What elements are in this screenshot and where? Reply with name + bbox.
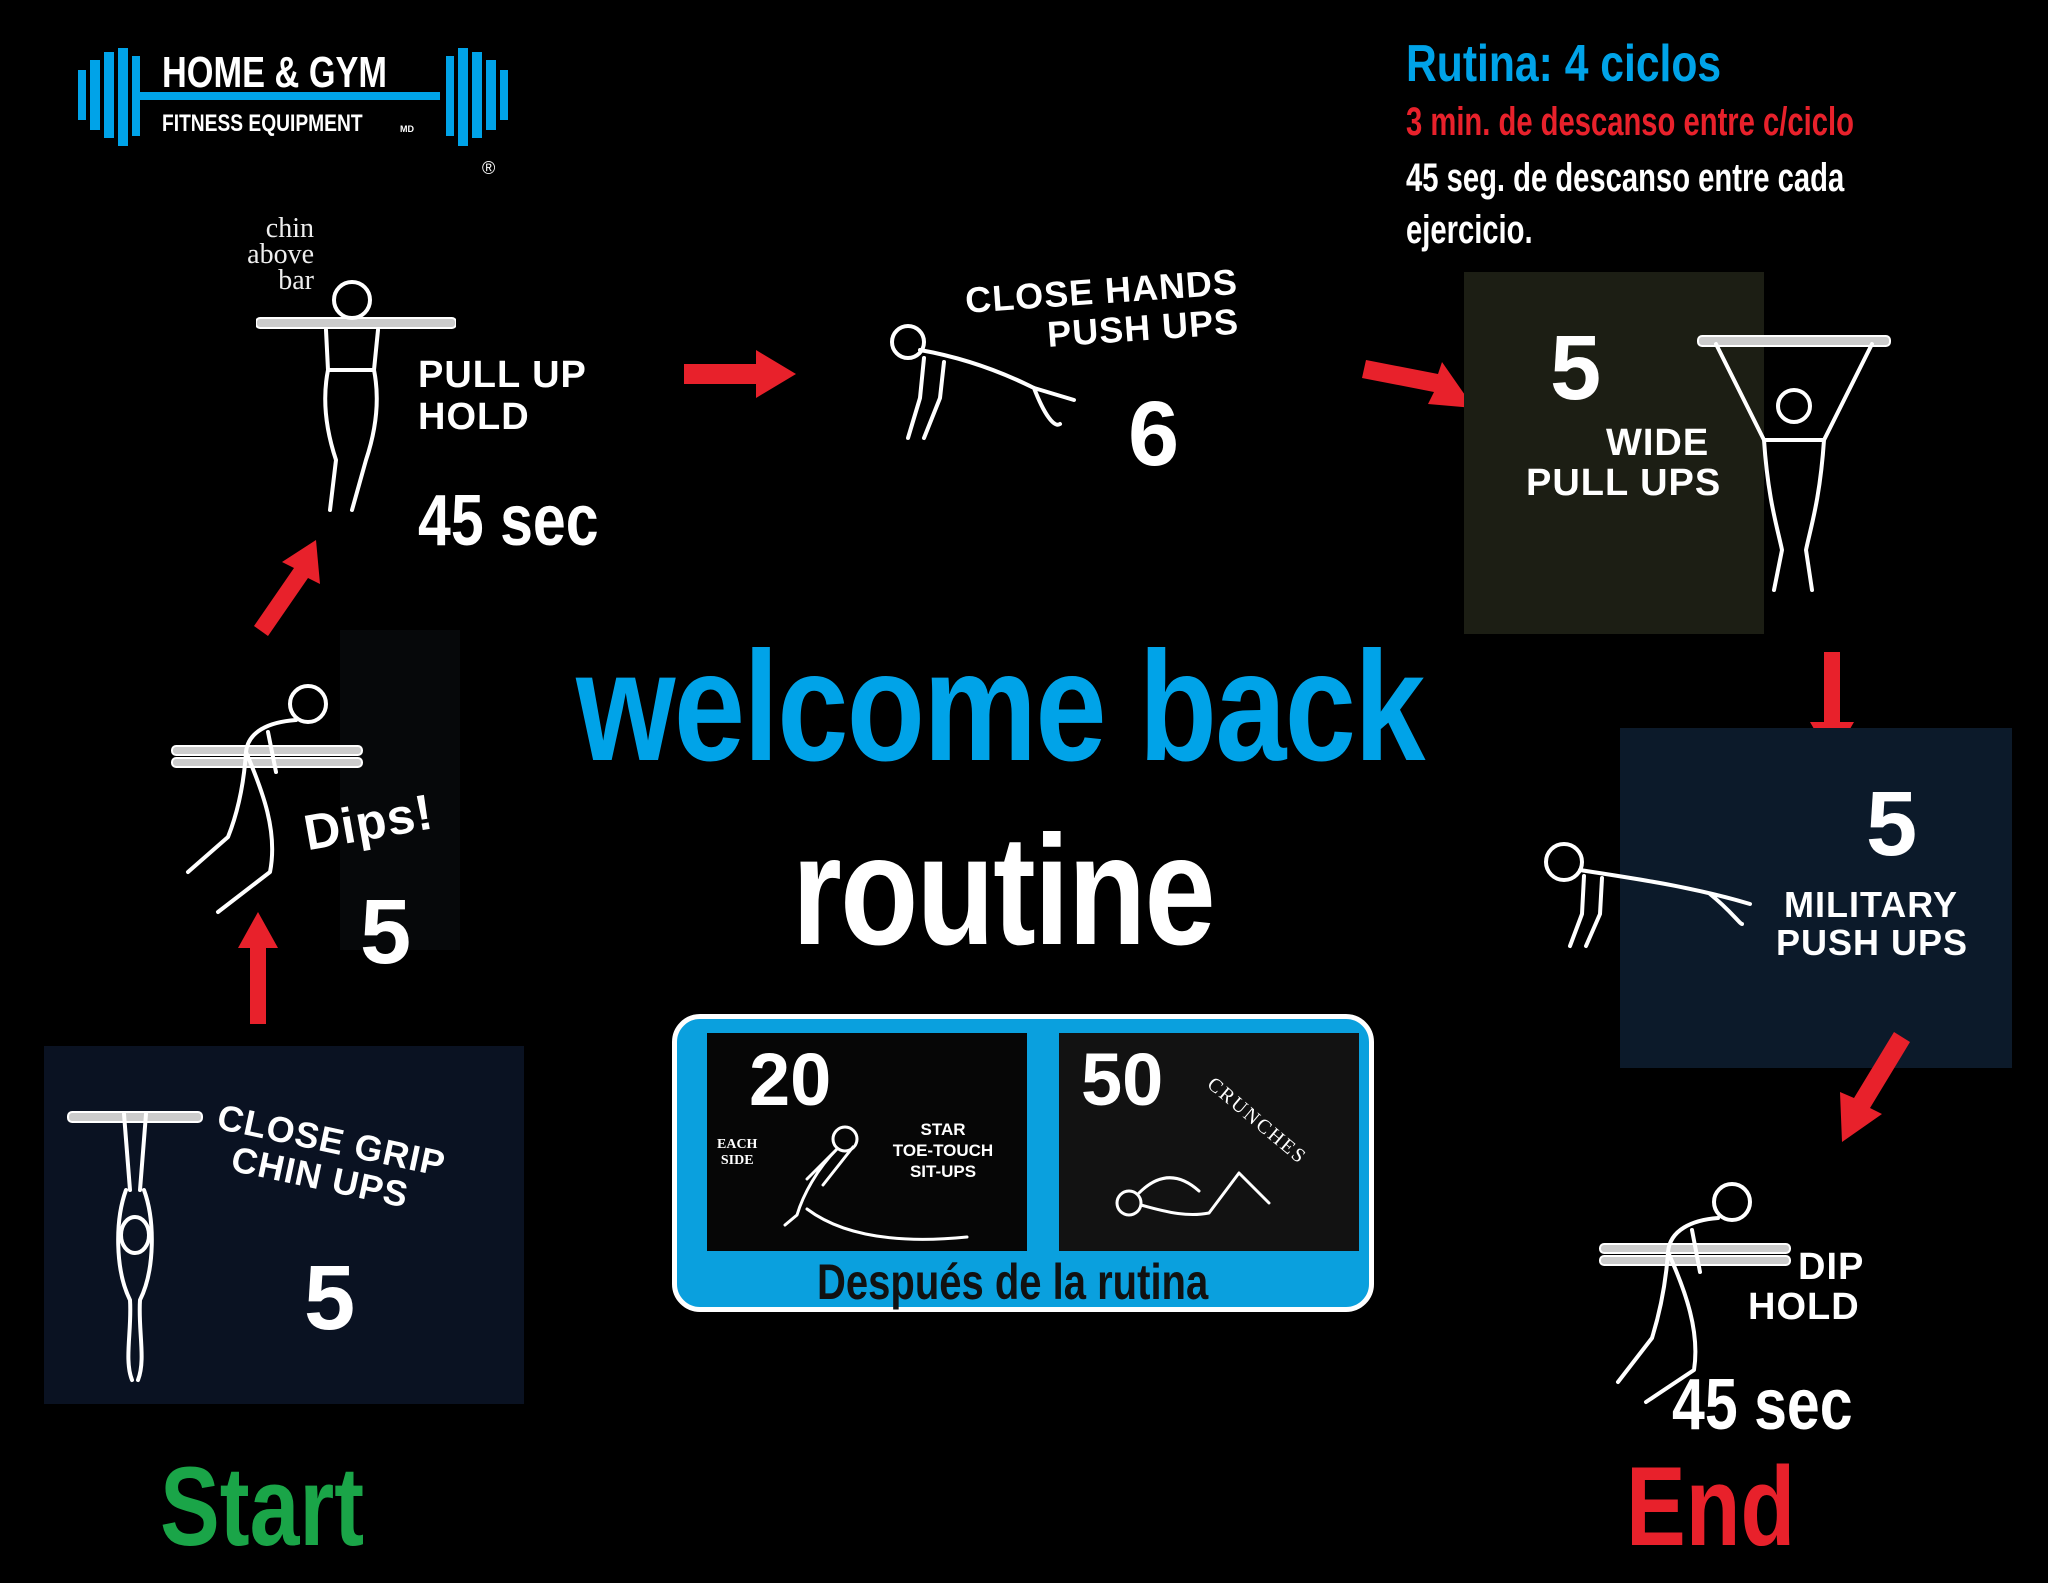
arrow-up-right-icon bbox=[254, 540, 320, 636]
label-pull-up-hold-line1: PULL UP bbox=[418, 354, 587, 396]
wide-pull-up-figure-icon bbox=[1697, 335, 1891, 592]
exercise-card-wide-pull-ups bbox=[1464, 272, 1764, 634]
exercise-card-dips bbox=[340, 630, 460, 950]
each-side-label: EACH SIDE bbox=[717, 1137, 757, 1169]
arrow-right-icon bbox=[684, 350, 796, 398]
label-pull-up-hold-line2: HOLD bbox=[418, 396, 530, 438]
end-label: End bbox=[1626, 1444, 1796, 1569]
dip-hold-figure-icon bbox=[1599, 1182, 1791, 1404]
count-close-hands-push-ups: 6 bbox=[1128, 383, 1180, 485]
label-military-line1: MILITARY bbox=[1784, 884, 1958, 925]
logo-line1: HOME & GYM bbox=[162, 48, 387, 97]
caption-chin-above-bar: chin above bar bbox=[224, 213, 314, 296]
label-wide-line1: WIDE bbox=[1606, 422, 1710, 464]
chin-up-figure-icon bbox=[67, 1111, 203, 1382]
caption-line-above: above bbox=[247, 239, 314, 270]
logo-line2: FITNESS EQUIPMENT bbox=[162, 110, 363, 137]
routine-cycles: Rutina: 4 ciclos bbox=[1406, 35, 1722, 93]
situps-label-line2: TOE-TOUCH bbox=[892, 1141, 994, 1160]
logo-md: MD bbox=[400, 124, 414, 134]
pull-up-hold-figure-icon bbox=[256, 280, 456, 512]
after-routine-box: 20 EACH SIDE STAR TOE-TOUCH SIT-UPS 50 C… bbox=[672, 1014, 1374, 1312]
count-crunches: 50 bbox=[1081, 1038, 1164, 1121]
count-dip-hold: 45 sec bbox=[1672, 1365, 1853, 1445]
crunches-panel: 50 CRUNCHES bbox=[1059, 1033, 1359, 1251]
count-dips: 5 bbox=[360, 881, 412, 983]
exercise-card-military-push-ups bbox=[1620, 728, 2012, 1068]
brand-logo: HOME & GYM FITNESS EQUIPMENT MD ® bbox=[78, 48, 508, 178]
logo-registered: ® bbox=[482, 158, 496, 178]
headline-welcome-back: welcome back bbox=[576, 620, 1425, 794]
situps-panel: 20 EACH SIDE STAR TOE-TOUCH SIT-UPS bbox=[707, 1033, 1027, 1251]
label-dip-hold-line1: DIP bbox=[1798, 1246, 1865, 1288]
rest-between-exercises: 45 seg. de descanso entre cada ejercicio… bbox=[1406, 156, 1845, 252]
barbell-icon bbox=[78, 48, 508, 146]
arrow-right-down-icon bbox=[1362, 360, 1474, 408]
arrow-down-left-icon bbox=[1840, 1032, 1910, 1142]
military-push-up-figure-icon bbox=[1544, 842, 1752, 948]
caption-line-bar: bar bbox=[278, 265, 314, 296]
arrow-up-icon bbox=[238, 912, 278, 1024]
situp-figure-icon bbox=[783, 1125, 969, 1241]
rest-between-cycles: 3 min. de descanso entre c/ciclo bbox=[1406, 100, 1854, 144]
situps-label-line3: SIT-UPS bbox=[909, 1162, 977, 1181]
start-label: Start bbox=[160, 1444, 365, 1569]
count-military-push-ups: 5 bbox=[1866, 773, 1918, 875]
each-side-line2: SIDE bbox=[720, 1153, 754, 1168]
after-routine-caption: Después de la rutina bbox=[817, 1254, 1209, 1310]
each-side-line1: EACH bbox=[717, 1137, 758, 1152]
label-dip-hold-line2: HOLD bbox=[1748, 1286, 1860, 1328]
count-wide-pull-ups: 5 bbox=[1550, 317, 1602, 419]
situps-label-line1: STAR bbox=[920, 1120, 966, 1139]
headline-routine: routine bbox=[792, 804, 1216, 978]
caption-line-chin: chin bbox=[265, 213, 314, 244]
count-close-grip-chin-ups: 5 bbox=[304, 1247, 356, 1349]
dip-figure-icon bbox=[171, 684, 363, 914]
crunch-figure-icon bbox=[1115, 1171, 1271, 1217]
situps-label: STAR TOE-TOUCH SIT-UPS bbox=[875, 1119, 1011, 1182]
push-up-figure-icon bbox=[890, 324, 1076, 440]
label-military-line2: PUSH UPS bbox=[1776, 922, 1969, 963]
label-wide-line2: PULL UPS bbox=[1526, 462, 1722, 504]
count-pull-up-hold: 45 sec bbox=[418, 481, 599, 561]
count-situps: 20 bbox=[749, 1038, 832, 1121]
